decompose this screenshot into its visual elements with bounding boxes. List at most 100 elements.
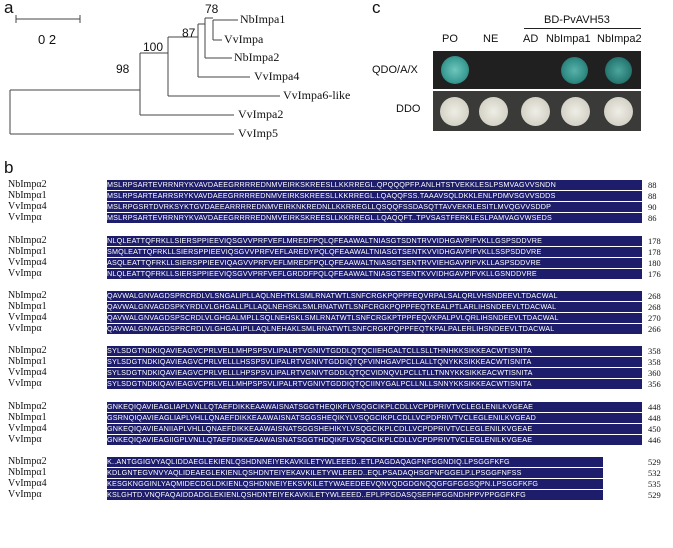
alignment-row: NbImpα1 QAVWALGNVAGDSPKYRDLVLGHGALLPLLAQL… xyxy=(0,302,673,312)
sequence-residues: K..ANTGGIGVYAQLIDDAEGLEKIENLQSHDNNEIYEKA… xyxy=(107,457,603,467)
colony-ne-ddo xyxy=(479,97,508,126)
bd-header: BD-PvAVH53 xyxy=(544,14,610,26)
colony-nbimpa1-ddo xyxy=(561,97,590,126)
alignment-block: NbImpα2 QAVWALGNVAGDSPRCRDLVLSNGALIPLLAQL… xyxy=(0,291,673,335)
residue-count: 178 xyxy=(648,247,661,257)
sequence-residues: NLQLEATTQFRKLLSIERSPPIEEVIQSGVVPRFVEFLGR… xyxy=(107,269,642,279)
sequence-name: NbImpα2 xyxy=(8,401,47,412)
residue-count: 88 xyxy=(648,180,657,190)
residue-count: 535 xyxy=(648,479,661,489)
sequence-residues: GNKEQIQAVIEAGLIAPLVNLLQTAEFDIKKEAAWAISNA… xyxy=(107,402,642,412)
sequence-residues: MSLRPSARTEVRRNRYKVAVDAEEGRRRREDNMVEIRKSK… xyxy=(107,213,642,223)
residue-count: 270 xyxy=(648,313,661,323)
residue-count: 446 xyxy=(648,435,661,445)
sequence-residues: MSLRPGSRTDVRKSYKTGVDAEEARRRREDNMVEIRKNKR… xyxy=(107,202,642,212)
sequence-name: VvImpα4 xyxy=(8,312,47,323)
residue-count: 176 xyxy=(648,269,661,279)
sequence-name: NbImpα1 xyxy=(8,356,47,367)
residue-count: 360 xyxy=(648,368,661,378)
sequence-name: VvImpα4 xyxy=(8,478,47,489)
alignment-row: VvImpα GNKEQIQAVIEAGIIGPLVNLLQTAEFDIKKEAA… xyxy=(0,435,673,445)
colony-nbimpa1-qdo xyxy=(561,57,588,84)
sequence-name: VvImpα4 xyxy=(8,367,47,378)
tree-leaf: VvImpa6-like xyxy=(283,88,351,102)
panel-letter-a: a xyxy=(4,0,14,17)
plate-qdo xyxy=(433,51,641,89)
sequence-name: VvImpα xyxy=(8,323,42,334)
tree-leaf: VvImpa xyxy=(224,32,264,46)
sequence-name: NbImpα1 xyxy=(8,467,47,478)
sequence-name: NbImpα2 xyxy=(8,345,47,356)
alignment-row: VvImpα NLQLEATTQFRKLLSIERSPPIEEVIQSGVVPRF… xyxy=(0,269,673,279)
column-label-nbimpa1: NbImpa1 xyxy=(546,33,591,45)
sequence-name: NbImpα1 xyxy=(8,246,47,257)
column-label-ad: AD xyxy=(523,33,539,45)
residue-count: 356 xyxy=(648,379,661,389)
colony-po-ddo xyxy=(440,97,469,126)
sequence-residues: ASQLEATTQFRKLLSIERSPPIEEVIQAGVVPRFVEFLMR… xyxy=(107,258,642,268)
residue-count: 268 xyxy=(648,302,661,312)
sequence-name: VvImpα xyxy=(8,378,42,389)
sequence-residues: GSRNQIQAVIEAGLIAPLVHLLQNAEFDIKKEAAWAISNA… xyxy=(107,413,642,423)
tree-leaf: VvImpa2 xyxy=(238,107,284,121)
bootstrap-value: 98 xyxy=(116,62,130,76)
row-label-qdo: QDO/A/X xyxy=(372,64,418,76)
sequence-residues: QAVWALGNVAGDSPRCRDLVLGHGALIPLLAQLNEHAKLS… xyxy=(107,324,642,334)
residue-count: 358 xyxy=(648,357,661,367)
residue-count: 180 xyxy=(648,258,661,268)
panel-letter-b: b xyxy=(4,158,14,177)
sequence-name: NbImpα2 xyxy=(8,290,47,301)
sequence-residues: SYLSDGTNDKIQAVIEAGVCPRLVELLMHPSPSVLIPALR… xyxy=(107,379,642,389)
colony-po-qdo xyxy=(441,56,469,84)
alignment-row: VvImpα SYLSDGTNDKIQAVIEAGVCPRLVELLMHPSPSV… xyxy=(0,379,673,389)
alignment-row: VvImpα QAVWALGNVAGDSPRCRDLVLGHGALIPLLAQLN… xyxy=(0,324,673,334)
column-label-ne: NE xyxy=(483,33,499,45)
panel-letter-c: c xyxy=(372,0,381,17)
sequence-name: VvImpα4 xyxy=(8,257,47,268)
residue-count: 266 xyxy=(648,324,661,334)
residue-count: 529 xyxy=(648,457,661,467)
bd-underline xyxy=(524,28,641,29)
sequence-name: VvImpα4 xyxy=(8,423,47,434)
sequence-residues: MSLRPSARTEVRRNRYKVAVDAEEGRRRREDNMVEIRKSK… xyxy=(107,180,642,190)
sequence-residues: QAVWALGNVAGDSPKYRDLVLGHGALLPLLAQLNEHSKLS… xyxy=(107,302,642,312)
alignment-row: VvImpα4 SYLSDGTNDKIQAVIEAGVCPRLVELLLHPSPS… xyxy=(0,368,673,378)
residue-count: 88 xyxy=(648,191,657,201)
sequence-name: VvImpα xyxy=(8,212,42,223)
sequence-name: NbImpα1 xyxy=(8,190,47,201)
sequence-name: VvImpα xyxy=(8,268,42,279)
residue-count: 532 xyxy=(648,468,661,478)
column-label-nbimpa2: NbImpa2 xyxy=(597,33,642,45)
residue-count: 448 xyxy=(648,413,661,423)
sequence-name: NbImpα1 xyxy=(8,301,47,312)
sequence-name: VvImpα xyxy=(8,434,42,445)
bootstrap-value: 87 xyxy=(182,26,196,40)
tree-leaf: NbImpa1 xyxy=(240,12,286,26)
sequence-residues: QAVWALGNVAGDSPRCRDLVLSNGALIPLLAQLNEHTKLS… xyxy=(107,291,642,301)
alignment-row: VvImpα4 ASQLEATTQFRKLLSIERSPPIEEVIQAGVVPR… xyxy=(0,258,673,268)
alignment-block: NbImpα2 GNKEQIQAVIEAGLIAPLVNLLQTAEFDIKKEA… xyxy=(0,402,673,446)
alignment-row: VvImpα MSLRPSARTEVRRNRYKVAVDAEEGRRRREDNMV… xyxy=(0,213,673,223)
tree-leaf: NbImpa2 xyxy=(234,50,280,64)
sequence-residues: KSLGHTD.VNQFAQAIDDADGLEKIENLQSHDNTEIYEKA… xyxy=(107,490,603,500)
tree-leaf: VvImp5 xyxy=(238,126,278,140)
phylogenetic-tree xyxy=(9,15,280,135)
sequence-name: VvImpα xyxy=(8,489,42,500)
sequence-residues: NLQLEATTQFRKLLSIERSPPIEEVIQSGVVPRFVEFLMR… xyxy=(107,236,642,246)
sequence-residues: SYLSDGTNDKIQAVIEAGVCPRLVELLLHPSPSVLIPALR… xyxy=(107,368,642,378)
sequence-residues: GNKEQIQAVIEAGIIGPLVNLLQTAEFDIKKEAAWAISNA… xyxy=(107,435,642,445)
alignment-row: NbImpα2 GNKEQIQAVIEAGLIAPLVNLLQTAEFDIKKEA… xyxy=(0,402,673,412)
residue-count: 178 xyxy=(648,236,661,246)
